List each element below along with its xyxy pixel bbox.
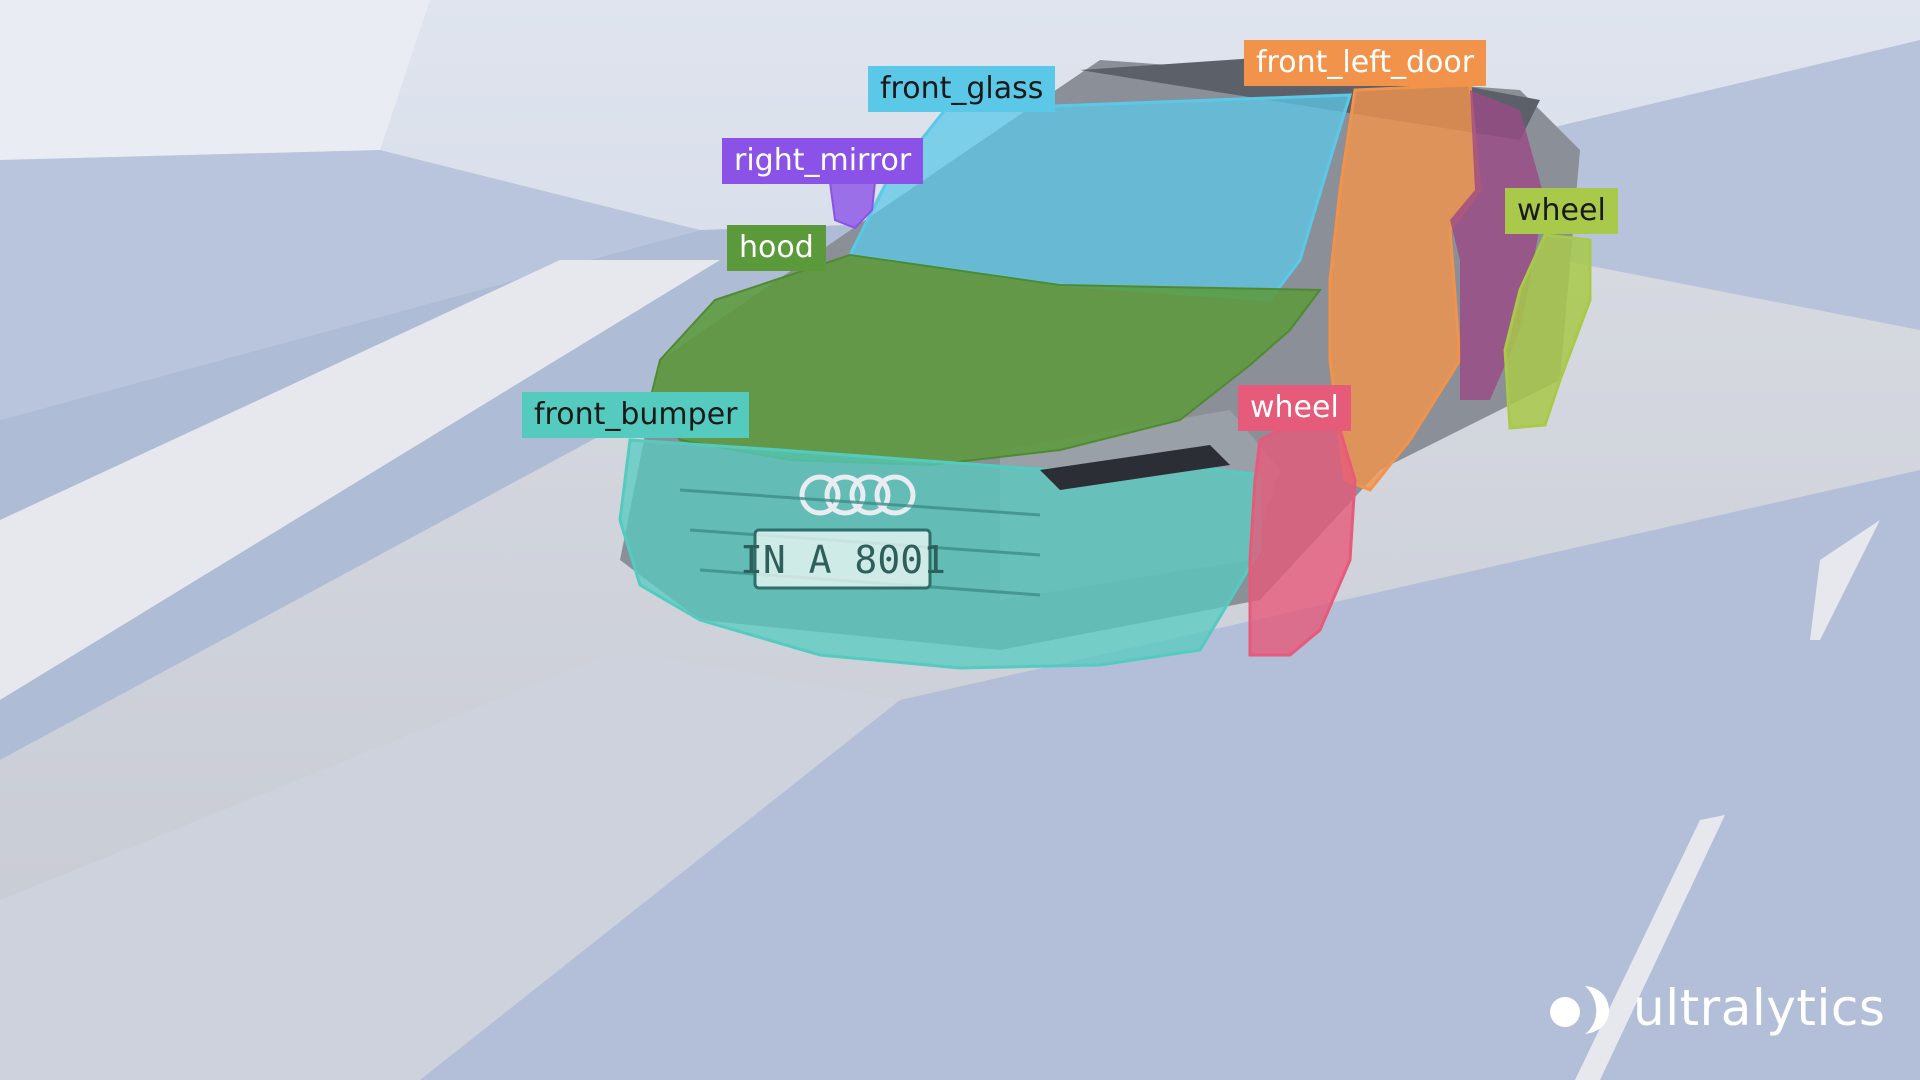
ultralytics-logo-icon <box>1550 986 1610 1034</box>
label-front-left-door: front_left_door <box>1244 40 1487 86</box>
label-right-mirror: right_mirror <box>722 138 924 184</box>
label-front-glass: front_glass <box>868 66 1056 112</box>
label-hood: hood <box>727 225 826 271</box>
label-wheel-rear: wheel <box>1505 188 1618 234</box>
label-wheel-front: wheel <box>1238 385 1351 431</box>
label-front-bumper: front_bumper <box>522 392 750 438</box>
audi-rings <box>799 474 916 516</box>
license-plate-text: IN A 8001 <box>740 538 946 582</box>
car-details <box>679 445 1230 597</box>
brand-name: ultralytics <box>1633 979 1886 1037</box>
brand-watermark: ultralytics <box>1545 978 1885 1038</box>
rear-wheel-mask <box>1503 233 1592 430</box>
